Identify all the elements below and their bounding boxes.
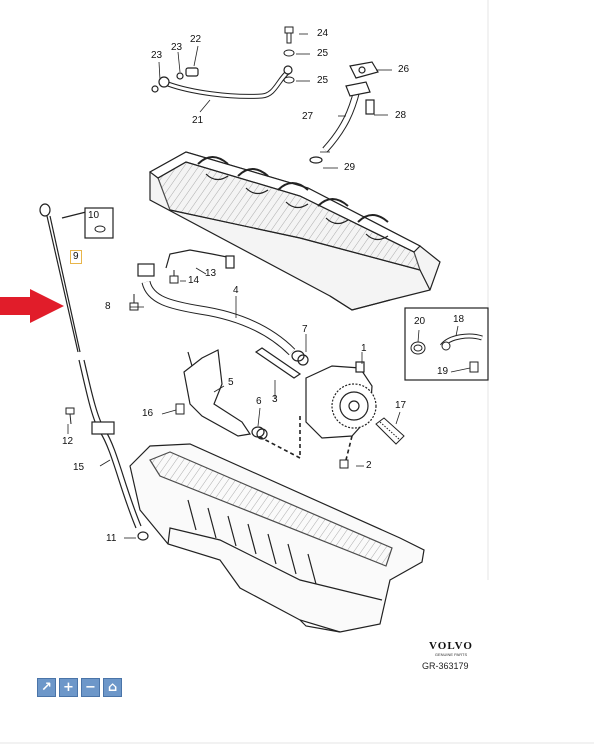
callout-5: 5 (228, 377, 234, 388)
callout-25a: 25 (317, 48, 329, 59)
callout-10: 10 (88, 210, 100, 221)
bracket-5 (183, 349, 268, 440)
callout-19: 19 (437, 366, 449, 377)
transfer-tube-3 (254, 347, 302, 379)
bolt-8 (129, 294, 139, 311)
callout-1: 1 (361, 343, 367, 354)
volvo-logo: VOLVO (429, 640, 473, 652)
zoom-in-icon[interactable]: + (59, 678, 78, 697)
drive-shaft-17 (375, 417, 405, 445)
callout-29: 29 (344, 162, 356, 173)
oil-pipe-27 (309, 61, 379, 164)
zoom-out-icon[interactable]: − (81, 678, 100, 697)
callout-23a: 23 (171, 42, 183, 53)
callout-11: 11 (106, 533, 117, 544)
detail-box-10 (84, 207, 114, 239)
engine-block (148, 151, 441, 311)
callout-leaders (67, 33, 471, 539)
bracket-13 (165, 249, 235, 269)
bolt-14 (169, 270, 179, 284)
callout-22: 22 (190, 34, 202, 45)
bolt-12 (65, 407, 75, 425)
diagram-reference: GR-363179 (422, 661, 469, 671)
callout-2: 2 (366, 460, 372, 471)
callout-9: 9 (70, 250, 82, 264)
callout-7: 7 (302, 324, 308, 335)
callout-28: 28 (395, 110, 407, 121)
red-pointer-arrow (0, 289, 64, 323)
callout-25b: 25 (317, 75, 329, 86)
diagram-toolbar: ↗ + − ⌂ (37, 678, 122, 697)
callout-4: 4 (233, 285, 239, 296)
callout-8: 8 (105, 301, 111, 312)
dipstick-tube (78, 359, 149, 541)
callout-24: 24 (317, 28, 329, 39)
callout-21: 21 (192, 115, 204, 126)
callout-26: 26 (398, 64, 410, 75)
oil-pickup-pipe (137, 263, 309, 366)
callout-18: 18 (453, 314, 465, 325)
callout-3: 3 (272, 394, 278, 405)
home-icon[interactable]: ⌂ (103, 678, 122, 697)
bolt-2 (339, 459, 349, 469)
inset-parts (410, 333, 483, 373)
callout-12: 12 (62, 436, 74, 447)
callout-17: 17 (395, 400, 407, 411)
oil-pipe-top (151, 65, 293, 99)
callout-16: 16 (142, 408, 154, 419)
callout-13: 13 (205, 268, 217, 279)
leader-lines (257, 416, 353, 461)
bolt-24 (283, 26, 295, 84)
logo-subtitle: GENUINE PARTS (434, 652, 468, 657)
pointer-icon[interactable]: ↗ (37, 678, 56, 697)
oil-pan (129, 443, 425, 633)
oil-pump (305, 361, 377, 439)
bolt-16 (175, 403, 185, 415)
callout-20: 20 (414, 316, 426, 327)
callout-14: 14 (188, 275, 200, 286)
dipstick (39, 203, 87, 353)
callout-6: 6 (256, 396, 262, 407)
callout-15: 15 (73, 462, 85, 473)
callout-27: 27 (302, 111, 314, 122)
callout-23b: 23 (151, 50, 163, 61)
